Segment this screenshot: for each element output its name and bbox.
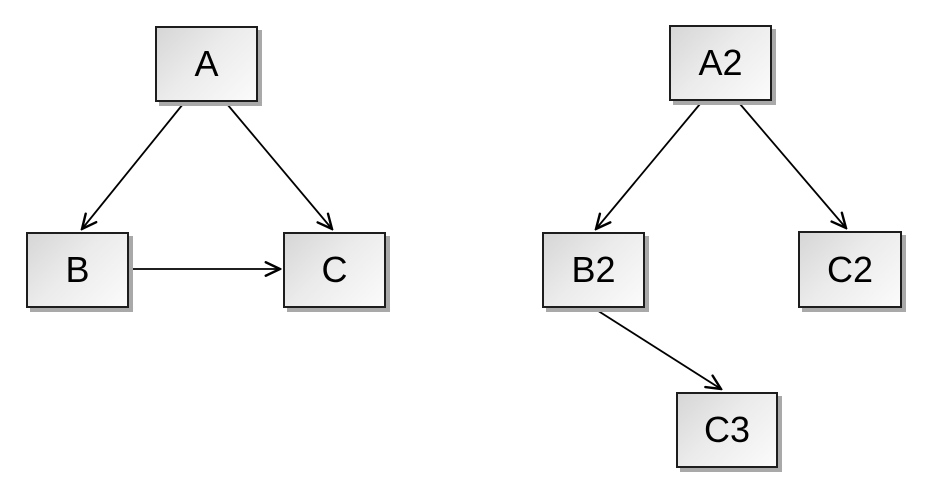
edge-A2-to-B2	[596, 103, 701, 229]
edge-A-to-C	[226, 103, 332, 229]
node-label-C3: C3	[703, 409, 751, 450]
edge-A-to-B	[82, 103, 184, 229]
edge-B2-to-C3	[591, 306, 721, 389]
node-C2[interactable]: C2	[798, 231, 902, 308]
node-label-A2: A2	[698, 42, 743, 83]
node-B[interactable]: B	[26, 232, 129, 308]
node-label-C2: C2	[826, 248, 874, 290]
edges-group	[82, 103, 846, 389]
node-C3[interactable]: C3	[676, 392, 778, 468]
edge-A2-to-C2	[739, 103, 846, 228]
node-B2[interactable]: B2	[542, 232, 645, 308]
node-A[interactable]: A	[155, 26, 258, 102]
node-label-B2: B2	[571, 249, 616, 290]
node-A2[interactable]: A2	[669, 25, 772, 101]
node-label-C: C	[321, 249, 348, 290]
node-C[interactable]: C	[283, 232, 386, 308]
node-label-A: A	[194, 43, 219, 84]
node-label-B: B	[65, 249, 90, 290]
